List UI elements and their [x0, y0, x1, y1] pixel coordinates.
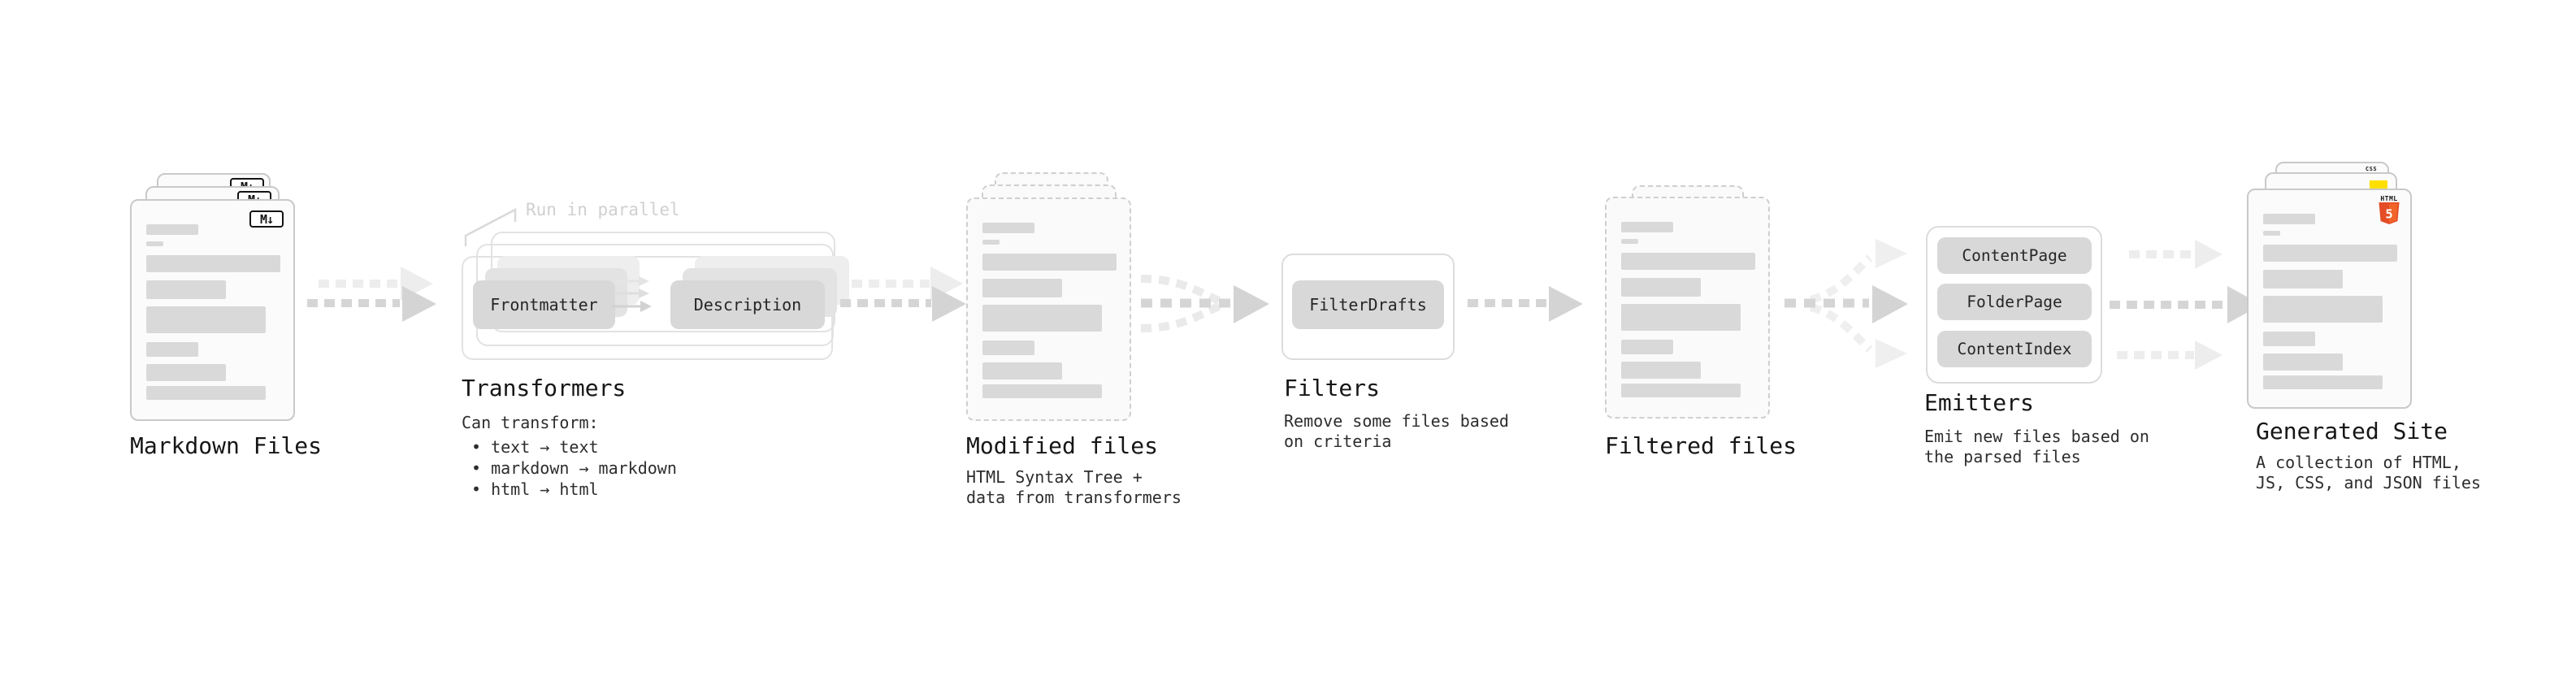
- text-line-placeholder: [1621, 222, 1673, 232]
- text-line-placeholder: [2263, 245, 2397, 262]
- text-line-placeholder: [2263, 214, 2315, 224]
- flow-arrow-light: [2117, 351, 2194, 359]
- text-line-placeholder: [982, 254, 1117, 271]
- text-line-placeholder: [1621, 278, 1701, 297]
- text-line-placeholder: [146, 306, 266, 333]
- html5-shield: 5: [2379, 202, 2400, 224]
- text-line-placeholder: [146, 386, 266, 400]
- generated-file-html: HTML 5: [2247, 189, 2412, 409]
- flow-arrow-light: [2129, 250, 2194, 258]
- transformers-heading: Transformers: [462, 375, 627, 401]
- emitters-subtext: the parsed files: [1924, 447, 2081, 466]
- text-line-placeholder: [982, 305, 1102, 332]
- flow-arrow: [2110, 301, 2227, 309]
- modified-files-label: Modified files: [966, 432, 1159, 459]
- filters-subtext: on criteria: [1284, 432, 1392, 451]
- text-line-placeholder: [982, 240, 1000, 245]
- flow-arrowhead-light: [2195, 240, 2223, 269]
- text-line-placeholder: [146, 364, 226, 381]
- text-line-placeholder: [982, 340, 1034, 355]
- modified-files-subtext: HTML Syntax Tree +: [966, 467, 1143, 487]
- text-line-placeholder: [2263, 375, 2383, 389]
- text-line-placeholder: [1621, 239, 1638, 244]
- flow-arrowhead: [1549, 286, 1583, 322]
- text-line-placeholder: [1621, 304, 1741, 331]
- generated-site-label: Generated Site: [2256, 418, 2448, 445]
- markdown-files-label: Markdown Files: [130, 432, 323, 459]
- run-in-parallel-note: Run in parallel: [526, 200, 680, 219]
- text-line-placeholder: [146, 280, 226, 299]
- text-line-placeholder: [146, 224, 198, 235]
- text-line-placeholder: [2263, 296, 2383, 323]
- text-line-placeholder: [2263, 270, 2343, 288]
- html5-icon: HTML 5: [2378, 195, 2400, 224]
- generated-site-subtext: JS, CSS, and JSON files: [2256, 473, 2481, 492]
- css-icon-text: CSS: [2365, 166, 2378, 172]
- description-box: Description: [670, 280, 825, 329]
- flow-arrow: [307, 299, 400, 307]
- transform-bullet: • markdown → markdown: [471, 458, 677, 478]
- text-line-placeholder: [982, 362, 1062, 380]
- html5-icon-text: HTML: [2380, 195, 2398, 202]
- flow-arrowhead: [932, 286, 966, 322]
- text-line-placeholder: [1621, 340, 1673, 354]
- flow-arrowhead-light: [2195, 340, 2223, 370]
- modified-files-subtext: data from transformers: [966, 488, 1182, 507]
- text-line-placeholder: [146, 342, 198, 357]
- js-icon: [2370, 180, 2387, 191]
- contentpage-box: ContentPage: [1937, 237, 2092, 274]
- text-line-placeholder: [2263, 231, 2280, 236]
- frontmatter-box: Frontmatter: [473, 280, 615, 329]
- filterdrafts-box: FilterDrafts: [1292, 280, 1444, 329]
- fanout-arrow: [1785, 239, 1908, 368]
- text-line-placeholder: [146, 241, 163, 246]
- generated-site-subtext: A collection of HTML,: [2256, 453, 2461, 472]
- text-line-placeholder: [982, 223, 1034, 233]
- filtered-files-label: Filtered files: [1605, 432, 1798, 459]
- flow-arrow-light: [852, 280, 930, 288]
- emitters-heading: Emitters: [1924, 389, 2034, 416]
- filtered-file-front: [1605, 197, 1770, 419]
- filters-subtext: Remove some files based: [1284, 411, 1509, 431]
- markdown-icon: M↓: [249, 210, 284, 228]
- contentindex-box: ContentIndex: [1937, 331, 2092, 367]
- transform-bullet: • text → text: [471, 437, 599, 457]
- markdown-file-front: M↓: [130, 199, 295, 421]
- flow-arrow: [840, 299, 931, 307]
- flow-arrowhead: [402, 286, 436, 322]
- transform-bullet: • html → html: [471, 479, 599, 499]
- modified-file-front: [966, 197, 1131, 421]
- svg-text:5: 5: [2385, 206, 2392, 221]
- folderpage-box: FolderPage: [1937, 284, 2092, 320]
- text-line-placeholder: [146, 255, 280, 272]
- can-transform-title: Can transform:: [462, 413, 599, 432]
- filters-heading: Filters: [1284, 375, 1381, 401]
- text-line-placeholder: [982, 384, 1102, 398]
- emitters-subtext: Emit new files based on: [1924, 427, 2149, 446]
- text-line-placeholder: [1621, 384, 1741, 397]
- text-line-placeholder: [1621, 253, 1755, 270]
- flow-arrow: [1468, 299, 1547, 307]
- text-line-placeholder: [1621, 362, 1701, 379]
- text-line-placeholder: [982, 279, 1062, 297]
- flow-arrow-light: [319, 280, 400, 288]
- converge-arrow: [1140, 275, 1269, 332]
- text-line-placeholder: [2263, 332, 2315, 346]
- text-line-placeholder: [2263, 354, 2343, 371]
